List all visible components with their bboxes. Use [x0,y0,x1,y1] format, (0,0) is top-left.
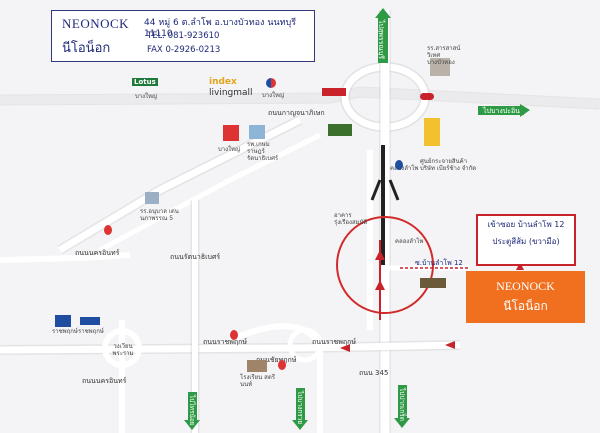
label-khlong: คลองลำโพ [395,238,424,245]
company-tel: TEL. 081-923610 [147,31,220,41]
hospital-icon [249,125,265,139]
directions-line-1: เข้าซอย บ้านลำโพ 12 [487,220,565,229]
company-name-th: นีโอน็อก [62,41,111,56]
destination-name-en: NEONOCK [496,279,555,293]
index-sublogo: livingmall [209,88,253,98]
label-ratchaphruek-2: ถนนราชพฤกษ์ [312,338,356,346]
company-fax: FAX 0-2926-0213 [147,45,221,55]
label-chaiyaphruek: ถนนชัยพฤกษ์ [256,356,297,364]
school3-icon [247,360,267,372]
lotus-location: บางใหญ่ [135,93,158,100]
directions-line-2: ประตูสีส้ม (ขวามือ) [492,237,560,246]
store-sign-icon [322,88,346,96]
directions-note: เข้าซอย บ้านลำโพ 12 ประตูสีส้ม (ขวามือ) [476,214,576,266]
fuel-station-icon [395,160,403,170]
company-address: 44 หมู่ 6 ต.ลำโพ อ.บางบัวทอง นนทบุรี 111… [144,18,297,39]
homepro-logo-icon [80,317,100,325]
label-ratchaphruek-1: ถนนราชพฤกษ์ [203,338,247,346]
school2-label: รร.สารสาสน์วิเทศ บางบัวทอง [427,45,461,66]
label-to-pathum: ไปบางปะอิน [483,107,520,115]
hw-location: ราชพฤกษ์ [52,328,78,335]
company-name-en: NEONOCK [62,16,130,31]
bigc-location: บางใหญ่ [218,146,241,153]
school3-label: โรงเรียน สตรีนนท์ [240,374,275,388]
label-khlong-right: คลองลำโพ [390,165,419,172]
school-label: รร.อนุบาล เด่นนภาพรรณ 5 [140,208,179,222]
label-to-suphanburi: ไปสุพรรณบุรี [377,20,385,60]
destination-building-icon [420,278,446,288]
roundabout-label: วงเวียน พระราม [112,343,134,357]
station-sign-icon [420,93,434,100]
bigc-icon [223,125,239,141]
destination-name-th: นีโอน็อก [503,299,548,313]
temple-label: อาคาร รุ่งเรืองสมบัติ [334,212,368,226]
lotus-logo: Lotus [132,78,158,86]
label-to-pakkret: ไปปากเกร็ด [398,388,406,421]
destination-box: NEONOCK นีโอน็อก [466,271,585,323]
hw-logo-icon [55,315,71,327]
school-building-icon [430,58,450,76]
index-logo: index [209,77,237,87]
label-road-345: ถนน 345 [359,369,389,377]
label-rattanathibet: ถนนรัตนาธิเบศร์ [170,253,221,261]
school-icon [145,192,159,204]
carrefour-icon [266,78,276,88]
label-nakhon-in-1: ถนนนครอินทร์ [75,249,120,257]
label-to-sainoi: ไปไทรน้อย [188,395,196,426]
hospital-label: รพ.เกษมราษฎร์ รัตนาธิเบศร์ [247,141,279,162]
warehouse-icon [424,118,440,146]
market-label: ศูนย์กระจายสินค้า บริษัท เบียร์ช้าง จำกั… [420,158,477,172]
label-nakhon-in-2: ถนนนครอินทร์ [82,377,127,385]
label-kanchanaphisek: ถนนกาญจนาภิเษก [268,109,325,117]
carrefour-location: บางใหญ่ [262,92,285,99]
label-soi-lamphoo: ซ.บ้านลำโพ 12 [415,259,463,267]
fuel-station-icon [278,360,286,370]
fuel-station-icon [104,225,112,235]
homepro-location: ราชพฤกษ์ [78,328,104,335]
company-info-box: NEONOCK นีโอน็อก 44 หมู่ 6 ต.ลำโพ อ.บางบ… [51,10,315,62]
building-icon [328,124,352,136]
fuel-station-icon [230,330,238,340]
label-to-bangkruai: ไปบางกรวย [296,391,304,425]
